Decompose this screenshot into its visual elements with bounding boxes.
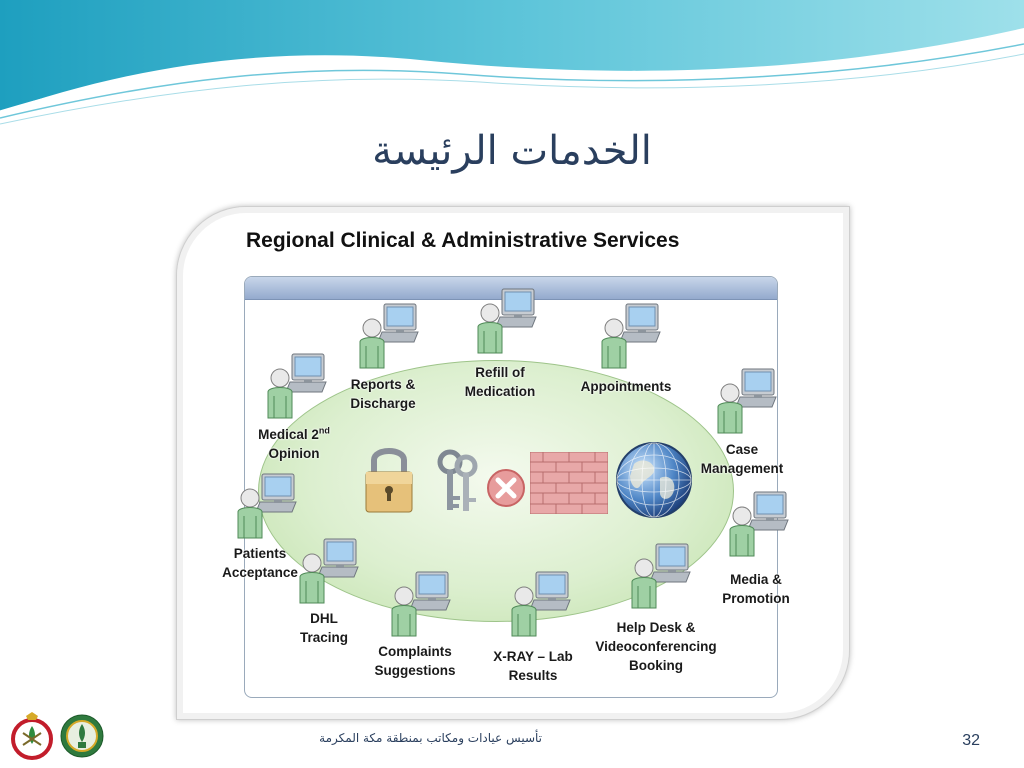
user-computer-icon: [359, 303, 419, 369]
service-label: Refill of Medication: [465, 363, 536, 401]
keys-icon: [437, 449, 478, 511]
user-computer-icon: [601, 303, 661, 369]
user-computer-icon: [729, 491, 789, 557]
service-label-line: Complaints: [378, 644, 452, 659]
user-computer-icon: [717, 368, 777, 434]
user-computer-icon: [477, 288, 537, 354]
user-computer-icon: [631, 543, 691, 609]
service-label: DHL Tracing: [300, 609, 348, 647]
service-label-line: Reports &: [350, 377, 416, 392]
service-label: Media & Promotion: [722, 570, 790, 608]
service-label-line: Promotion: [722, 591, 790, 606]
deny-icon: [487, 469, 525, 507]
region-emblem-icon: [60, 714, 104, 758]
service-label-line: DHL: [310, 611, 338, 626]
service-label: Reports & Discharge: [350, 375, 415, 413]
service-label-line: Refill of: [475, 365, 525, 380]
service-label-line: Medical 2nd: [258, 425, 330, 442]
service-label-line: Help Desk &: [616, 620, 696, 635]
service-label-line: Booking: [629, 658, 683, 673]
service-label-line: Appointments: [580, 379, 672, 394]
ordinal-suffix: nd: [318, 425, 330, 436]
user-computer-icon: [299, 538, 359, 604]
slide-title: الخدمات الرئيسة: [372, 128, 652, 174]
user-computer-icon: [511, 571, 571, 637]
service-label-line: Opinion: [268, 446, 320, 461]
user-computer-icon: [391, 571, 451, 637]
service-label-line: X-RAY – Lab: [493, 649, 573, 664]
header-waves: [0, 0, 1024, 125]
firewall-icon: [530, 452, 608, 514]
service-label-line: Case: [725, 442, 759, 457]
service-label-line: Acceptance: [222, 565, 298, 580]
service-label-line: Suggestions: [374, 663, 456, 678]
service-label-line: Discharge: [350, 396, 416, 411]
service-label-line: Results: [508, 668, 558, 683]
service-label-line: Medication: [464, 384, 536, 399]
user-computer-icon: [267, 353, 327, 419]
service-label-line: Tracing: [299, 630, 349, 645]
service-label: Appointments: [581, 377, 672, 396]
service-label-line: Media &: [730, 572, 782, 587]
globe-icon: [616, 442, 692, 518]
diagram-title: Regional Clinical & Administrative Servi…: [246, 229, 680, 252]
service-label-line: Patients: [233, 546, 287, 561]
padlock-icon: [365, 448, 413, 513]
footer-text: تأسيس عيادات ومكاتب بمنطقة مكة المكرمة: [319, 731, 542, 745]
service-label-line: Management: [700, 461, 784, 476]
ministry-emblem-icon: [11, 712, 53, 760]
user-computer-icon: [237, 473, 297, 539]
page-number: 32: [962, 732, 980, 749]
service-label-line: Videoconferencing: [595, 639, 717, 654]
